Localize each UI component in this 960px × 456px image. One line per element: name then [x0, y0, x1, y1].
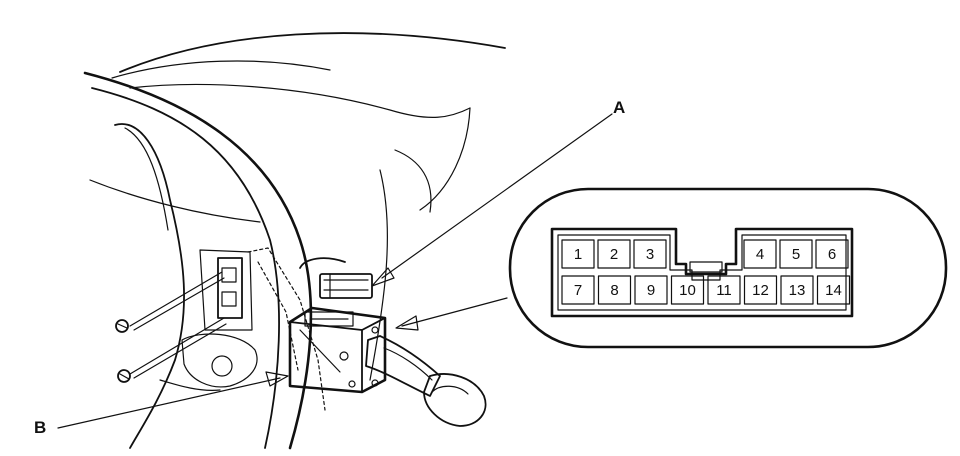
column-bracket: [159, 249, 258, 391]
pin-6-label: 6: [828, 246, 836, 263]
pin-10-cell: [670, 275, 705, 305]
pin-3-cell: [633, 239, 667, 269]
pin-9-cell: [634, 275, 668, 305]
pin-14-label: 14: [825, 282, 842, 299]
screw-upper: [115, 271, 225, 333]
pin-6-cell: [815, 239, 849, 269]
pin-1-label: 1: [574, 246, 582, 263]
callout-a-label: A: [613, 98, 626, 117]
pin-10-label: 10: [679, 282, 696, 299]
pin-4-label: 4: [756, 246, 764, 263]
pin-13-label: 13: [789, 282, 806, 299]
pin-8-label: 8: [610, 282, 618, 299]
pin-12-label: 12: [752, 282, 769, 299]
pin-13-cell: [780, 275, 814, 305]
dashboard-outline: [89, 32, 506, 381]
callout-b-label: B: [34, 418, 47, 437]
pin-7-label: 7: [574, 282, 582, 299]
switch-lever: [365, 335, 487, 427]
pin-8-cell: [597, 275, 632, 305]
steering-wheel: [83, 71, 313, 450]
leader-lines: [57, 113, 613, 429]
screw-lower: [117, 317, 227, 383]
pin-7-cell: [561, 275, 595, 305]
pin-2-cell: [597, 239, 631, 269]
pin-9-label: 9: [647, 282, 655, 299]
pin-5-cell: [779, 239, 813, 269]
hidden-edges: [247, 247, 326, 411]
pin-2-label: 2: [610, 246, 618, 263]
pin-5-label: 5: [792, 246, 800, 263]
combination-switch: [288, 306, 387, 394]
pin-1-cell: [561, 239, 595, 269]
pin-12-cell: [743, 275, 778, 305]
pin-11-label: 11: [716, 282, 732, 299]
pin-11-cell: [707, 275, 741, 305]
pin-14-cell: [816, 275, 851, 305]
pin-4-cell: [743, 239, 777, 269]
pin-3-label: 3: [646, 246, 654, 263]
